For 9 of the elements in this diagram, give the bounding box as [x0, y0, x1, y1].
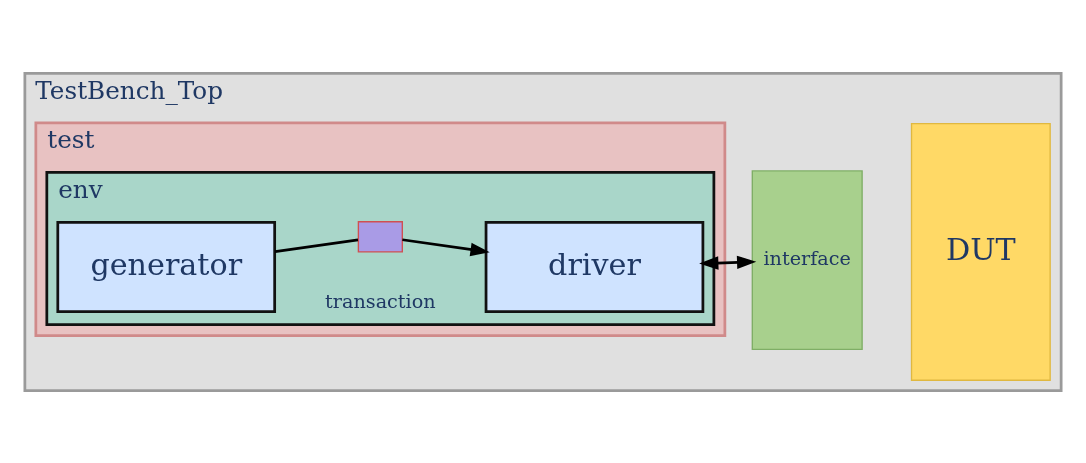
node-box: DUT: [910, 122, 1051, 381]
arrow: [699, 255, 757, 270]
node-label: transaction: [325, 289, 436, 313]
node-box: [357, 220, 403, 253]
node-box: generator: [56, 220, 277, 313]
node-box: interface: [751, 169, 863, 350]
connector: [274, 237, 359, 253]
arrow: [402, 237, 490, 256]
node-box: driver: [484, 220, 705, 313]
